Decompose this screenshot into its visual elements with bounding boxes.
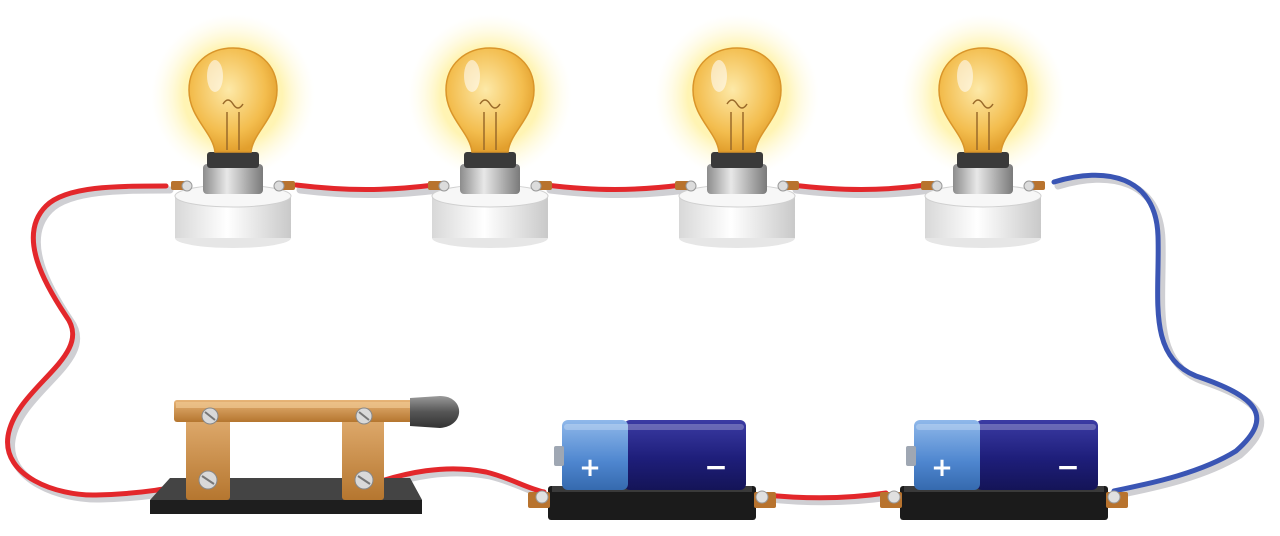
wire-2-3 bbox=[543, 182, 685, 192]
battery-nub bbox=[554, 446, 564, 466]
wire-shadow-left bbox=[8, 186, 209, 503]
bulb-4 bbox=[901, 14, 1065, 248]
wire-shadow-3-4 bbox=[792, 186, 934, 198]
switch-screw-bottom-right bbox=[354, 470, 374, 490]
wire-1-2 bbox=[293, 182, 437, 192]
wire-left bbox=[5, 183, 204, 498]
bulb-highlight bbox=[711, 60, 727, 92]
battery-positive-label: + bbox=[579, 453, 601, 483]
battery-screw-left bbox=[887, 490, 901, 504]
socket-collar bbox=[460, 164, 520, 194]
bulb-screw-base bbox=[207, 152, 259, 168]
battery-2: +− bbox=[880, 420, 1128, 520]
bulb-highlight bbox=[464, 60, 480, 92]
battery-negative-label: − bbox=[704, 451, 727, 484]
knife-switch[interactable] bbox=[150, 396, 460, 514]
battery-screw-right bbox=[1107, 490, 1121, 504]
bulb-2 bbox=[408, 14, 572, 248]
battery-positive-label: + bbox=[931, 453, 953, 483]
bulb-highlight bbox=[957, 60, 973, 92]
bulb-screw-base bbox=[711, 152, 763, 168]
battery-screw-left bbox=[535, 490, 549, 504]
wire-shadow-1-2 bbox=[296, 186, 442, 198]
bulb-1 bbox=[151, 14, 315, 248]
switch-post-right bbox=[342, 402, 384, 500]
bulb-filament bbox=[222, 99, 244, 150]
battery-nub bbox=[906, 446, 916, 466]
bulb-3 bbox=[655, 14, 819, 248]
battery-holder bbox=[900, 486, 1108, 520]
terminal-screw-right bbox=[1023, 180, 1035, 192]
wire-switch-battery bbox=[363, 466, 547, 495]
bulb-screw-base bbox=[957, 152, 1009, 168]
wire-shadow-2-3 bbox=[546, 186, 690, 198]
battery-body bbox=[624, 420, 746, 490]
wire-shadow-battery-battery bbox=[766, 493, 894, 506]
bulb-screw-base bbox=[464, 152, 516, 168]
battery-body bbox=[976, 420, 1098, 490]
switch-screw-top-right bbox=[355, 407, 373, 425]
switch-handle[interactable] bbox=[410, 396, 460, 428]
terminal-screw-right bbox=[530, 180, 542, 192]
batteries: +−+− bbox=[528, 420, 1128, 520]
switch-screw-top-left bbox=[201, 407, 219, 425]
battery-highlight bbox=[564, 424, 744, 430]
wire-right bbox=[1051, 172, 1260, 494]
switch-screw-bottom-left bbox=[198, 470, 218, 490]
wire-3-4 bbox=[789, 182, 929, 192]
battery-positive-cap bbox=[562, 420, 628, 490]
bulb-filament bbox=[479, 99, 501, 150]
wire-battery-battery bbox=[763, 490, 889, 501]
terminal-screw-right bbox=[777, 180, 789, 192]
terminal-screw-left bbox=[931, 180, 943, 192]
battery-highlight bbox=[916, 424, 1096, 430]
socket-collar bbox=[203, 164, 263, 194]
switch-blade-highlight bbox=[176, 402, 412, 408]
battery-1: +− bbox=[528, 420, 776, 520]
bulb-highlight bbox=[207, 60, 223, 92]
battery-holder bbox=[548, 486, 756, 520]
bulb-filament bbox=[972, 99, 994, 150]
terminal-screw-left bbox=[181, 180, 193, 192]
battery-screw-right bbox=[755, 490, 769, 504]
battery-positive-cap bbox=[914, 420, 980, 490]
switch-post-left bbox=[186, 402, 230, 500]
bulbs bbox=[151, 14, 1065, 248]
battery-negative-label: − bbox=[1056, 451, 1079, 484]
switch-base-front bbox=[150, 500, 422, 514]
terminal-screw-right bbox=[273, 180, 285, 192]
bulb-filament bbox=[726, 99, 748, 150]
socket-collar bbox=[707, 164, 767, 194]
terminal-screw-left bbox=[685, 180, 697, 192]
terminal-screw-left bbox=[438, 180, 450, 192]
socket-collar bbox=[953, 164, 1013, 194]
